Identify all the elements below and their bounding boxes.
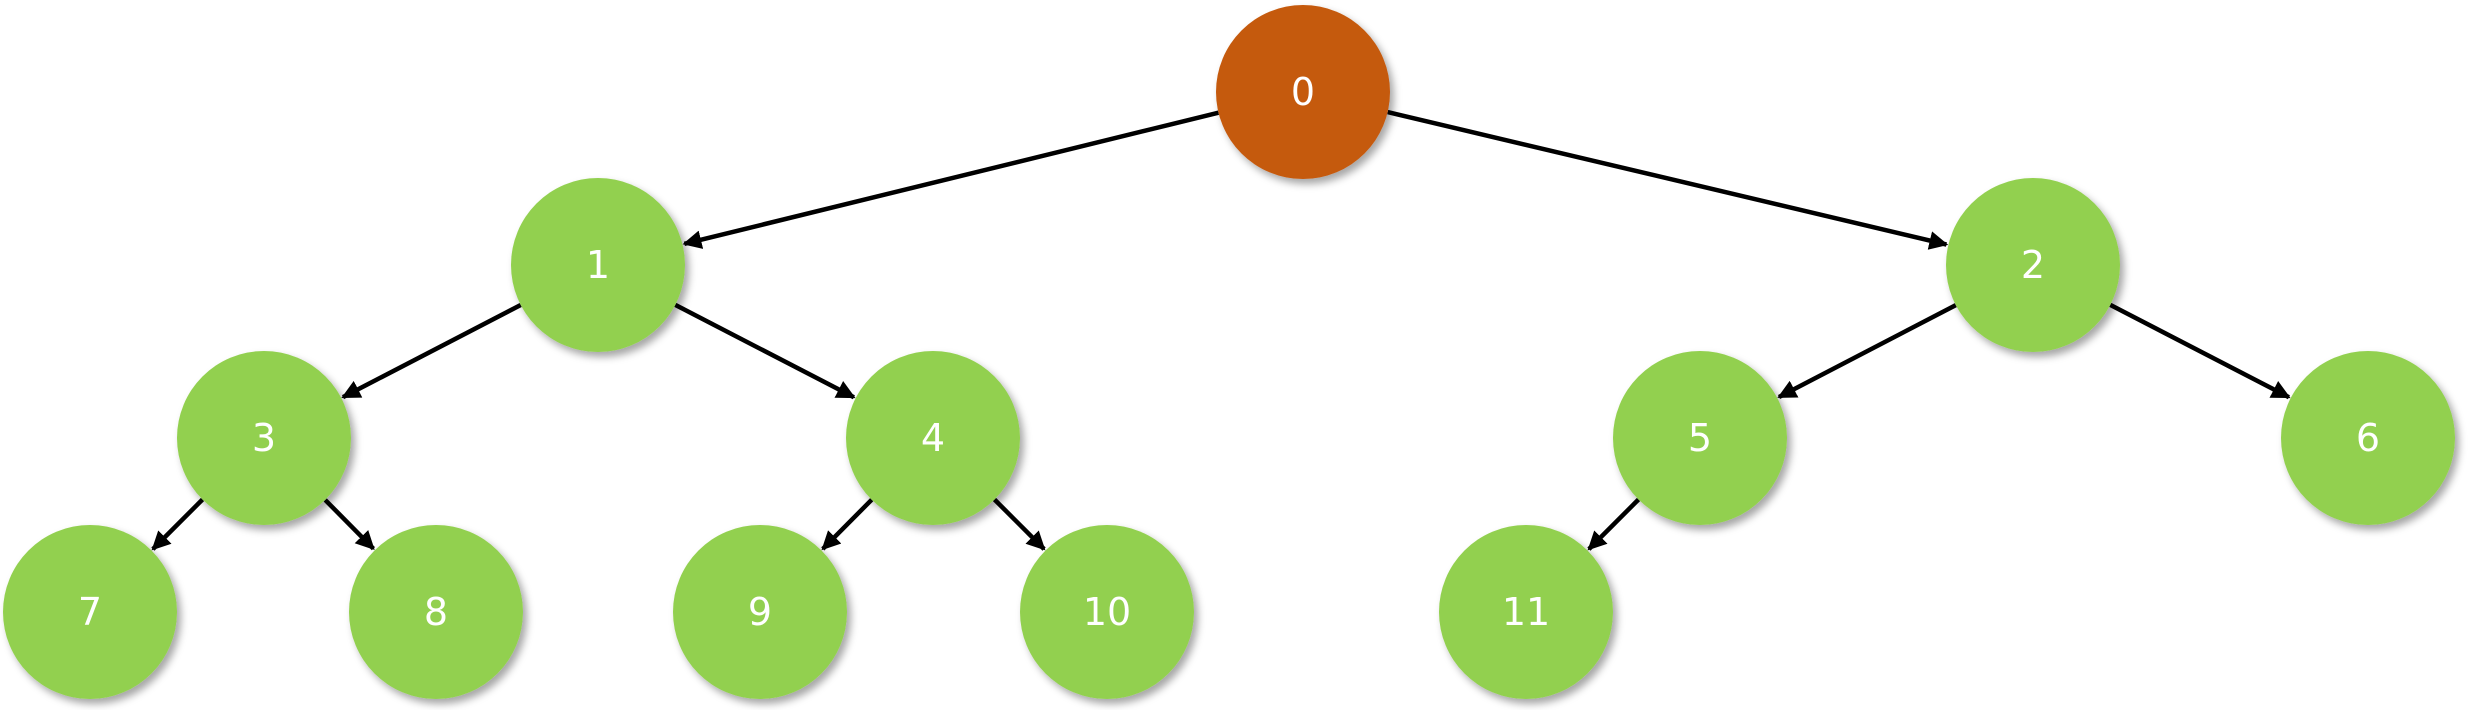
- edge-0-to-2: [1387, 109, 1949, 250]
- edge-5-to-11: [1587, 497, 1641, 551]
- node-circle: [177, 351, 351, 525]
- tree-node-10: 10: [1020, 525, 1194, 699]
- node-circle: [3, 525, 177, 699]
- node-circle: [1613, 351, 1787, 525]
- tree-node-11: 11: [1439, 525, 1613, 699]
- tree-node-1: 1: [511, 178, 685, 352]
- node-label: 8: [424, 590, 448, 634]
- node-circle: [1946, 178, 2120, 352]
- node-label: 5: [1688, 416, 1712, 460]
- edge-3-to-7: [151, 497, 205, 551]
- tree-node-3: 3: [177, 351, 351, 525]
- tree-node-4: 4: [846, 351, 1020, 525]
- node-circle: [1216, 5, 1390, 179]
- edge-3-to-8: [323, 498, 376, 551]
- node-label: 0: [1291, 70, 1315, 114]
- nodes-layer: 0 1 2 3 4 5 6 7 8 9 10 11: [3, 5, 2455, 699]
- node-label: 2: [2021, 243, 2045, 287]
- node-circle: [511, 178, 685, 352]
- node-circle: [2281, 351, 2455, 525]
- node-circle: [846, 351, 1020, 525]
- tree-node-0: 0: [1216, 5, 1390, 179]
- tree-node-9: 9: [673, 525, 847, 699]
- node-label: 9: [748, 590, 772, 634]
- tree-node-6: 6: [2281, 351, 2455, 525]
- edge-4-to-9: [821, 498, 874, 551]
- edge-1-to-3: [341, 303, 522, 400]
- edge-1-to-4: [674, 302, 856, 400]
- edges-layer: [151, 109, 2291, 551]
- node-circle: [349, 525, 523, 699]
- edge-2-to-5: [1777, 303, 1957, 399]
- node-circle: [673, 525, 847, 699]
- node-label: 1: [586, 243, 610, 287]
- edge-0-to-1: [682, 110, 1220, 249]
- node-circle: [1439, 525, 1613, 699]
- node-label: 4: [921, 416, 945, 460]
- edge-2-to-6: [2109, 302, 2291, 400]
- tree-node-2: 2: [1946, 178, 2120, 352]
- node-label: 11: [1502, 590, 1550, 634]
- node-label: 3: [252, 416, 276, 460]
- node-label: 6: [2356, 416, 2380, 460]
- node-label: 10: [1083, 590, 1131, 634]
- tree-node-5: 5: [1613, 351, 1787, 525]
- tree-node-8: 8: [349, 525, 523, 699]
- edge-4-to-10: [992, 497, 1046, 551]
- tree-node-7: 7: [3, 525, 177, 699]
- node-label: 7: [78, 590, 102, 634]
- node-circle: [1020, 525, 1194, 699]
